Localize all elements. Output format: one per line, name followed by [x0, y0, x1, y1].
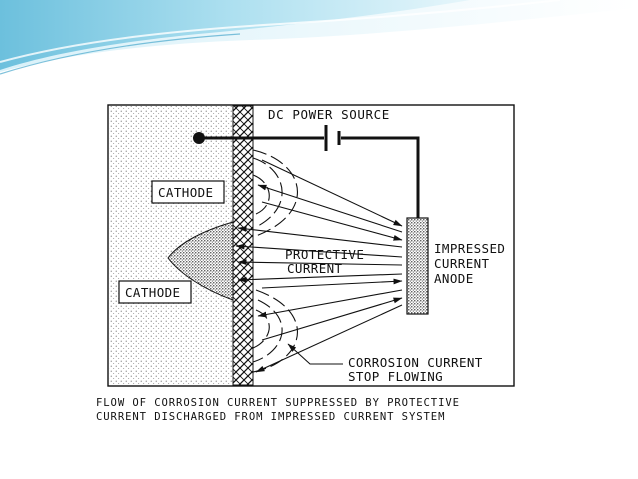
arc-upper-3	[252, 174, 270, 215]
arrow-in-1	[257, 184, 403, 233]
swoosh-accent	[0, 33, 241, 75]
arrow-in-6	[257, 289, 403, 318]
arrow-in-7	[255, 304, 403, 373]
protective-label-line2: CURRENT	[287, 261, 343, 276]
arrow-out-2	[261, 201, 403, 241]
coating-wall	[232, 105, 254, 386]
cathode-bottom-label: CATHODE	[125, 285, 180, 300]
caption-line-1: FLOW OF CORROSION CURRENT SUPPRESSED BY …	[96, 397, 460, 409]
corrosion-pit	[167, 221, 234, 301]
swoosh-band-front	[0, 0, 470, 70]
dc-power-source-label: DC POWER SOURCE	[268, 107, 390, 122]
anode-label-line3: ANODE	[434, 271, 474, 286]
diagram-frame	[107, 104, 515, 387]
arrow-in-3	[235, 243, 403, 258]
corrosion-label-line1: CORROSION CURRENT	[348, 355, 483, 370]
figure-caption: FLOW OF CORROSION CURRENT SUPPRESSED BY …	[96, 396, 536, 424]
circuit-wire-right	[341, 136, 420, 218]
arrow-out-4	[261, 297, 403, 341]
corrosion-label-line2: STOP FLOWING	[348, 369, 443, 384]
header-swoosh	[0, 0, 638, 75]
anode-label-line2: CURRENT	[434, 256, 490, 271]
arrow-out-1	[261, 159, 403, 227]
cathode-top-label: CATHODE	[158, 185, 213, 200]
cathode-bottom-box	[118, 280, 192, 304]
impressed-current-anode	[406, 217, 429, 315]
anode-label-line1: IMPRESSED	[434, 241, 505, 256]
cathode-top-box	[151, 180, 225, 204]
caption-line-2: CURRENT DISCHARGED FROM IMPRESSED CURREN…	[96, 411, 446, 423]
arc-upper-1	[252, 157, 283, 227]
corrosion-leader	[287, 343, 343, 365]
arrow-in-2	[237, 226, 403, 248]
arrow-out-3	[261, 278, 403, 289]
arc-lower-1	[252, 299, 283, 363]
arrow-in-4	[237, 259, 403, 266]
arc-lower-2	[252, 289, 298, 373]
arrow-in-5	[237, 273, 403, 283]
protective-current-arrows	[235, 159, 403, 373]
swoosh-highlight	[0, 0, 561, 63]
arc-upper-2	[252, 149, 298, 237]
protective-label-line1: PROTECTIVE	[285, 247, 364, 262]
